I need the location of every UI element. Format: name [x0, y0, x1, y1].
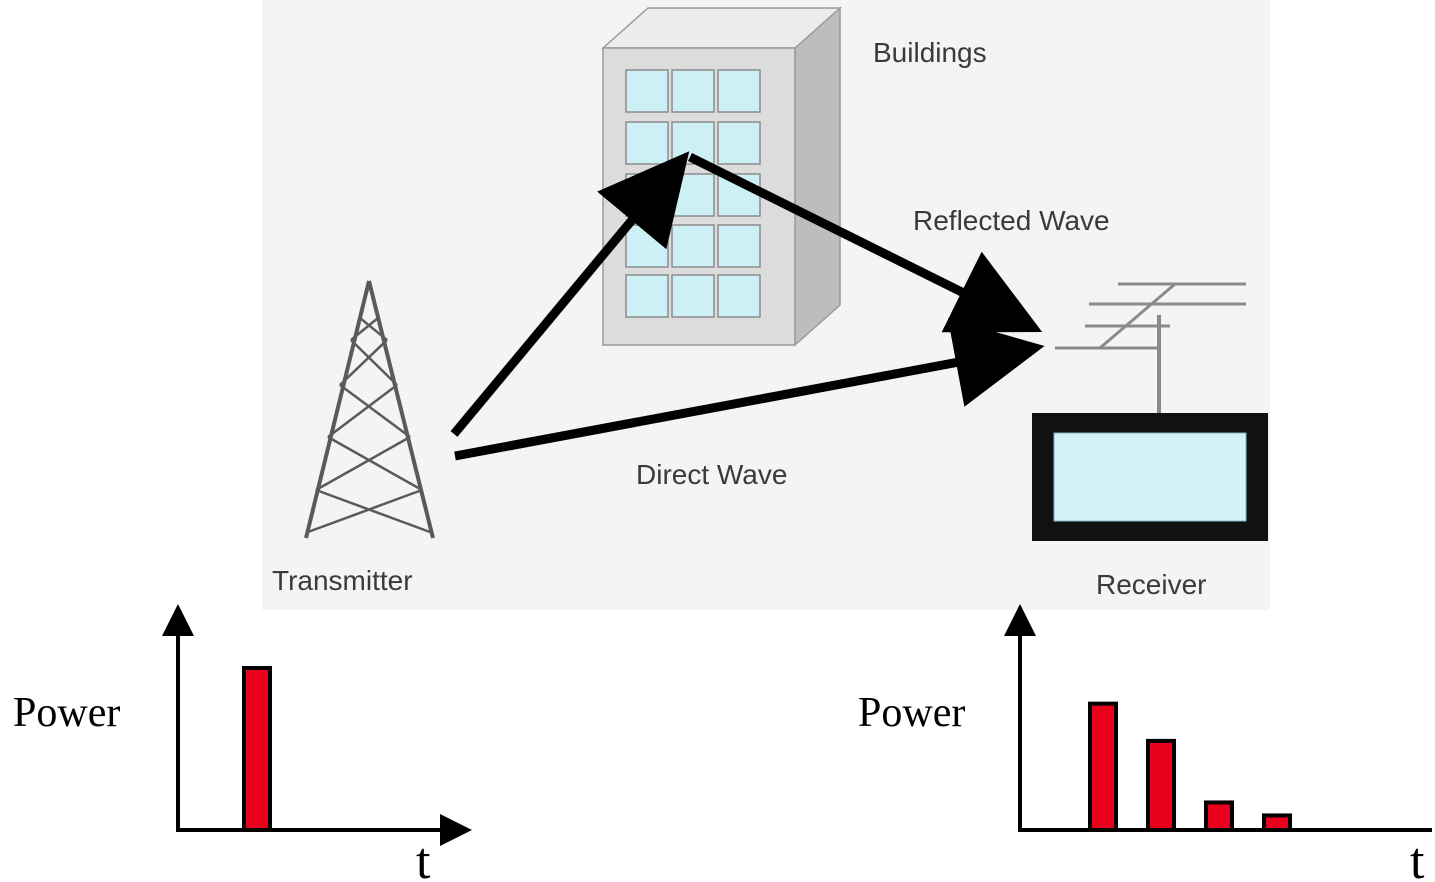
window-r2-c1 — [625, 121, 669, 165]
transmitter-plot-ylabel: Power — [13, 690, 120, 736]
receiver-pulse-2 — [1146, 738, 1176, 833]
antenna-icon — [1055, 282, 1246, 413]
transmitter-label: Transmitter — [272, 565, 413, 596]
direct-wave-label: Direct Wave — [636, 459, 787, 490]
direct-wave-arrow — [454, 318, 1045, 461]
buildings-label: Buildings — [873, 37, 987, 68]
window-r4-c1 — [625, 224, 669, 268]
transmitter-power-plot: Power t — [13, 604, 472, 882]
transmitter-pulse-1 — [242, 666, 272, 832]
window-r4-c3 — [717, 224, 761, 268]
transmitter-tower-icon — [304, 280, 435, 539]
receiver-pulses — [1088, 701, 1292, 833]
receiver-pulse-1 — [1088, 701, 1118, 833]
window-r5-c2 — [671, 274, 715, 318]
window-r4-c2 — [671, 224, 715, 268]
transmitter-plot-xlabel: t — [416, 833, 431, 882]
building-windows — [625, 69, 761, 318]
reflected-wave-arrow — [687, 152, 1043, 333]
window-r1-c1 — [625, 69, 669, 113]
receiver-plot-xlabel: t — [1410, 833, 1425, 882]
incident-wave-arrow — [450, 151, 690, 437]
receiver-label: Receiver — [1096, 569, 1206, 600]
window-r5-c3 — [717, 274, 761, 318]
receiver-power-plot: Power t — [858, 604, 1432, 882]
transmitter-pulses — [242, 666, 272, 832]
window-r3-c2 — [671, 173, 715, 217]
wave-arrows — [450, 151, 1045, 461]
receiver-pulse-3 — [1204, 800, 1234, 833]
window-r5-c1 — [625, 274, 669, 318]
receiver-plot-ylabel: Power — [858, 690, 965, 736]
reflected-wave-label: Reflected Wave — [913, 205, 1110, 236]
window-r1-c2 — [671, 69, 715, 113]
window-r1-c3 — [717, 69, 761, 113]
window-r2-c3 — [717, 121, 761, 165]
receiver-tv-icon — [1032, 413, 1268, 541]
receiver-pulse-4 — [1262, 813, 1292, 832]
